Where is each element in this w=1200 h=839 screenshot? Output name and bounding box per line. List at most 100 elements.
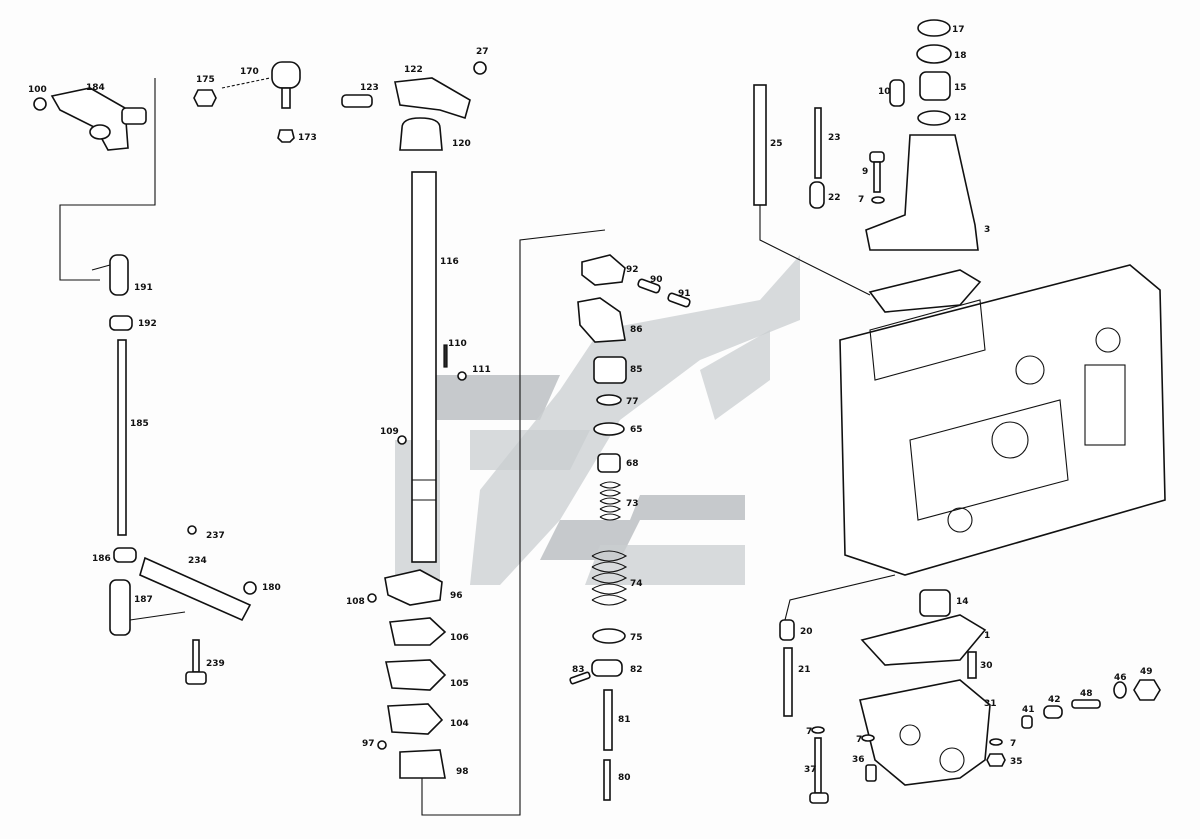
callout-234: 234 xyxy=(188,556,207,566)
part-35-nut xyxy=(986,753,1006,767)
callout-122: 122 xyxy=(404,65,423,75)
center-shaft-group xyxy=(341,61,606,816)
callout-82: 82 xyxy=(630,665,643,675)
callout-15: 15 xyxy=(954,83,967,93)
part-90-pin xyxy=(637,278,661,294)
part-7-washer xyxy=(871,196,885,204)
callout-41: 41 xyxy=(1022,705,1035,715)
part-110-pin xyxy=(443,344,448,368)
part-108-ball xyxy=(367,593,377,603)
part-30-stud xyxy=(967,651,977,679)
part-86-block xyxy=(577,297,626,343)
part-180-nut xyxy=(243,581,257,595)
callout-9: 9 xyxy=(862,167,868,177)
callout-21: 21 xyxy=(798,665,811,675)
callout-90: 90 xyxy=(650,275,663,285)
part-68-cap xyxy=(597,453,621,473)
callout-123: 123 xyxy=(360,83,379,93)
part-17-ring xyxy=(917,19,951,37)
callout-7d: 7 xyxy=(1010,739,1016,749)
callout-239: 239 xyxy=(206,659,225,669)
part-237-clip xyxy=(187,525,197,535)
part-42-plug xyxy=(1043,705,1063,719)
part-96-cam xyxy=(384,569,443,606)
callout-120: 120 xyxy=(452,139,471,149)
part-41-cap xyxy=(1021,715,1033,729)
callout-18: 18 xyxy=(954,51,967,61)
callout-180: 180 xyxy=(262,583,281,593)
callout-73: 73 xyxy=(626,499,639,509)
callout-186: 186 xyxy=(92,554,111,564)
gasket-upper xyxy=(868,269,982,313)
callout-170: 170 xyxy=(240,67,259,77)
callout-49: 49 xyxy=(1140,667,1153,677)
part-234-bracket xyxy=(139,556,252,622)
part-7-washer-b xyxy=(811,726,825,734)
part-80-rod xyxy=(603,759,611,801)
callout-31: 31 xyxy=(984,699,997,709)
callout-173: 173 xyxy=(298,133,317,143)
callout-86: 86 xyxy=(630,325,643,335)
part-187-lever xyxy=(109,579,131,636)
part-191-rod-end xyxy=(109,254,129,296)
part-111-ball xyxy=(457,371,467,381)
right-housing-group xyxy=(753,19,1166,804)
part-1-gasket xyxy=(860,614,987,666)
callout-96: 96 xyxy=(450,591,463,601)
callout-105: 105 xyxy=(450,679,469,689)
part-27-ring xyxy=(473,61,487,75)
part-46-ring xyxy=(1113,681,1127,699)
callout-42: 42 xyxy=(1048,695,1061,705)
callout-106: 106 xyxy=(450,633,469,643)
part-175-nut xyxy=(193,89,217,107)
callout-100: 100 xyxy=(28,85,47,95)
spring-stack-group xyxy=(569,254,691,801)
part-109-ball xyxy=(397,435,407,445)
part-12-seal xyxy=(917,110,951,126)
callout-108: 108 xyxy=(346,597,365,607)
part-9-bolt xyxy=(873,161,881,193)
part-239-bolt xyxy=(185,671,207,685)
part-15-bushing xyxy=(919,71,951,101)
callout-30: 30 xyxy=(980,661,993,671)
left-linkage-group xyxy=(33,61,301,685)
callout-27: 27 xyxy=(476,47,489,57)
part-116-shaft xyxy=(411,171,437,563)
part-83-pin xyxy=(569,671,591,685)
callout-237: 237 xyxy=(206,531,225,541)
callout-14: 14 xyxy=(956,597,969,607)
part-75-washer xyxy=(592,628,626,644)
callout-7b: 7 xyxy=(806,727,812,737)
part-14-bearing xyxy=(919,589,951,617)
callout-74: 74 xyxy=(630,579,643,589)
callout-7a: 7 xyxy=(858,195,864,205)
part-65-ring xyxy=(593,422,625,436)
callout-48: 48 xyxy=(1080,689,1093,699)
callout-17: 17 xyxy=(952,25,965,35)
part-23-spring xyxy=(814,107,822,179)
part-170-ball-joint xyxy=(271,61,301,89)
callout-192: 192 xyxy=(138,319,157,329)
part-97-ball xyxy=(377,740,387,750)
callout-81: 81 xyxy=(618,715,631,725)
part-22-plunger xyxy=(809,181,825,209)
part-36-screw xyxy=(865,764,877,782)
part-98-block xyxy=(399,749,446,779)
callout-35: 35 xyxy=(1010,757,1023,767)
part-21-spring xyxy=(783,647,793,717)
part-7-washer-c xyxy=(989,738,1003,746)
callout-97: 97 xyxy=(362,739,375,749)
callout-37: 37 xyxy=(804,765,817,775)
callout-175: 175 xyxy=(196,75,215,85)
callout-20: 20 xyxy=(800,627,813,637)
callout-91: 91 xyxy=(678,289,691,299)
callout-7c: 7 xyxy=(856,735,862,745)
callout-191: 191 xyxy=(134,283,153,293)
part-92-fork xyxy=(581,254,626,286)
callout-77: 77 xyxy=(626,397,639,407)
callout-46: 46 xyxy=(1114,673,1127,683)
callout-83: 83 xyxy=(572,665,585,675)
part-82-nut xyxy=(591,659,623,677)
